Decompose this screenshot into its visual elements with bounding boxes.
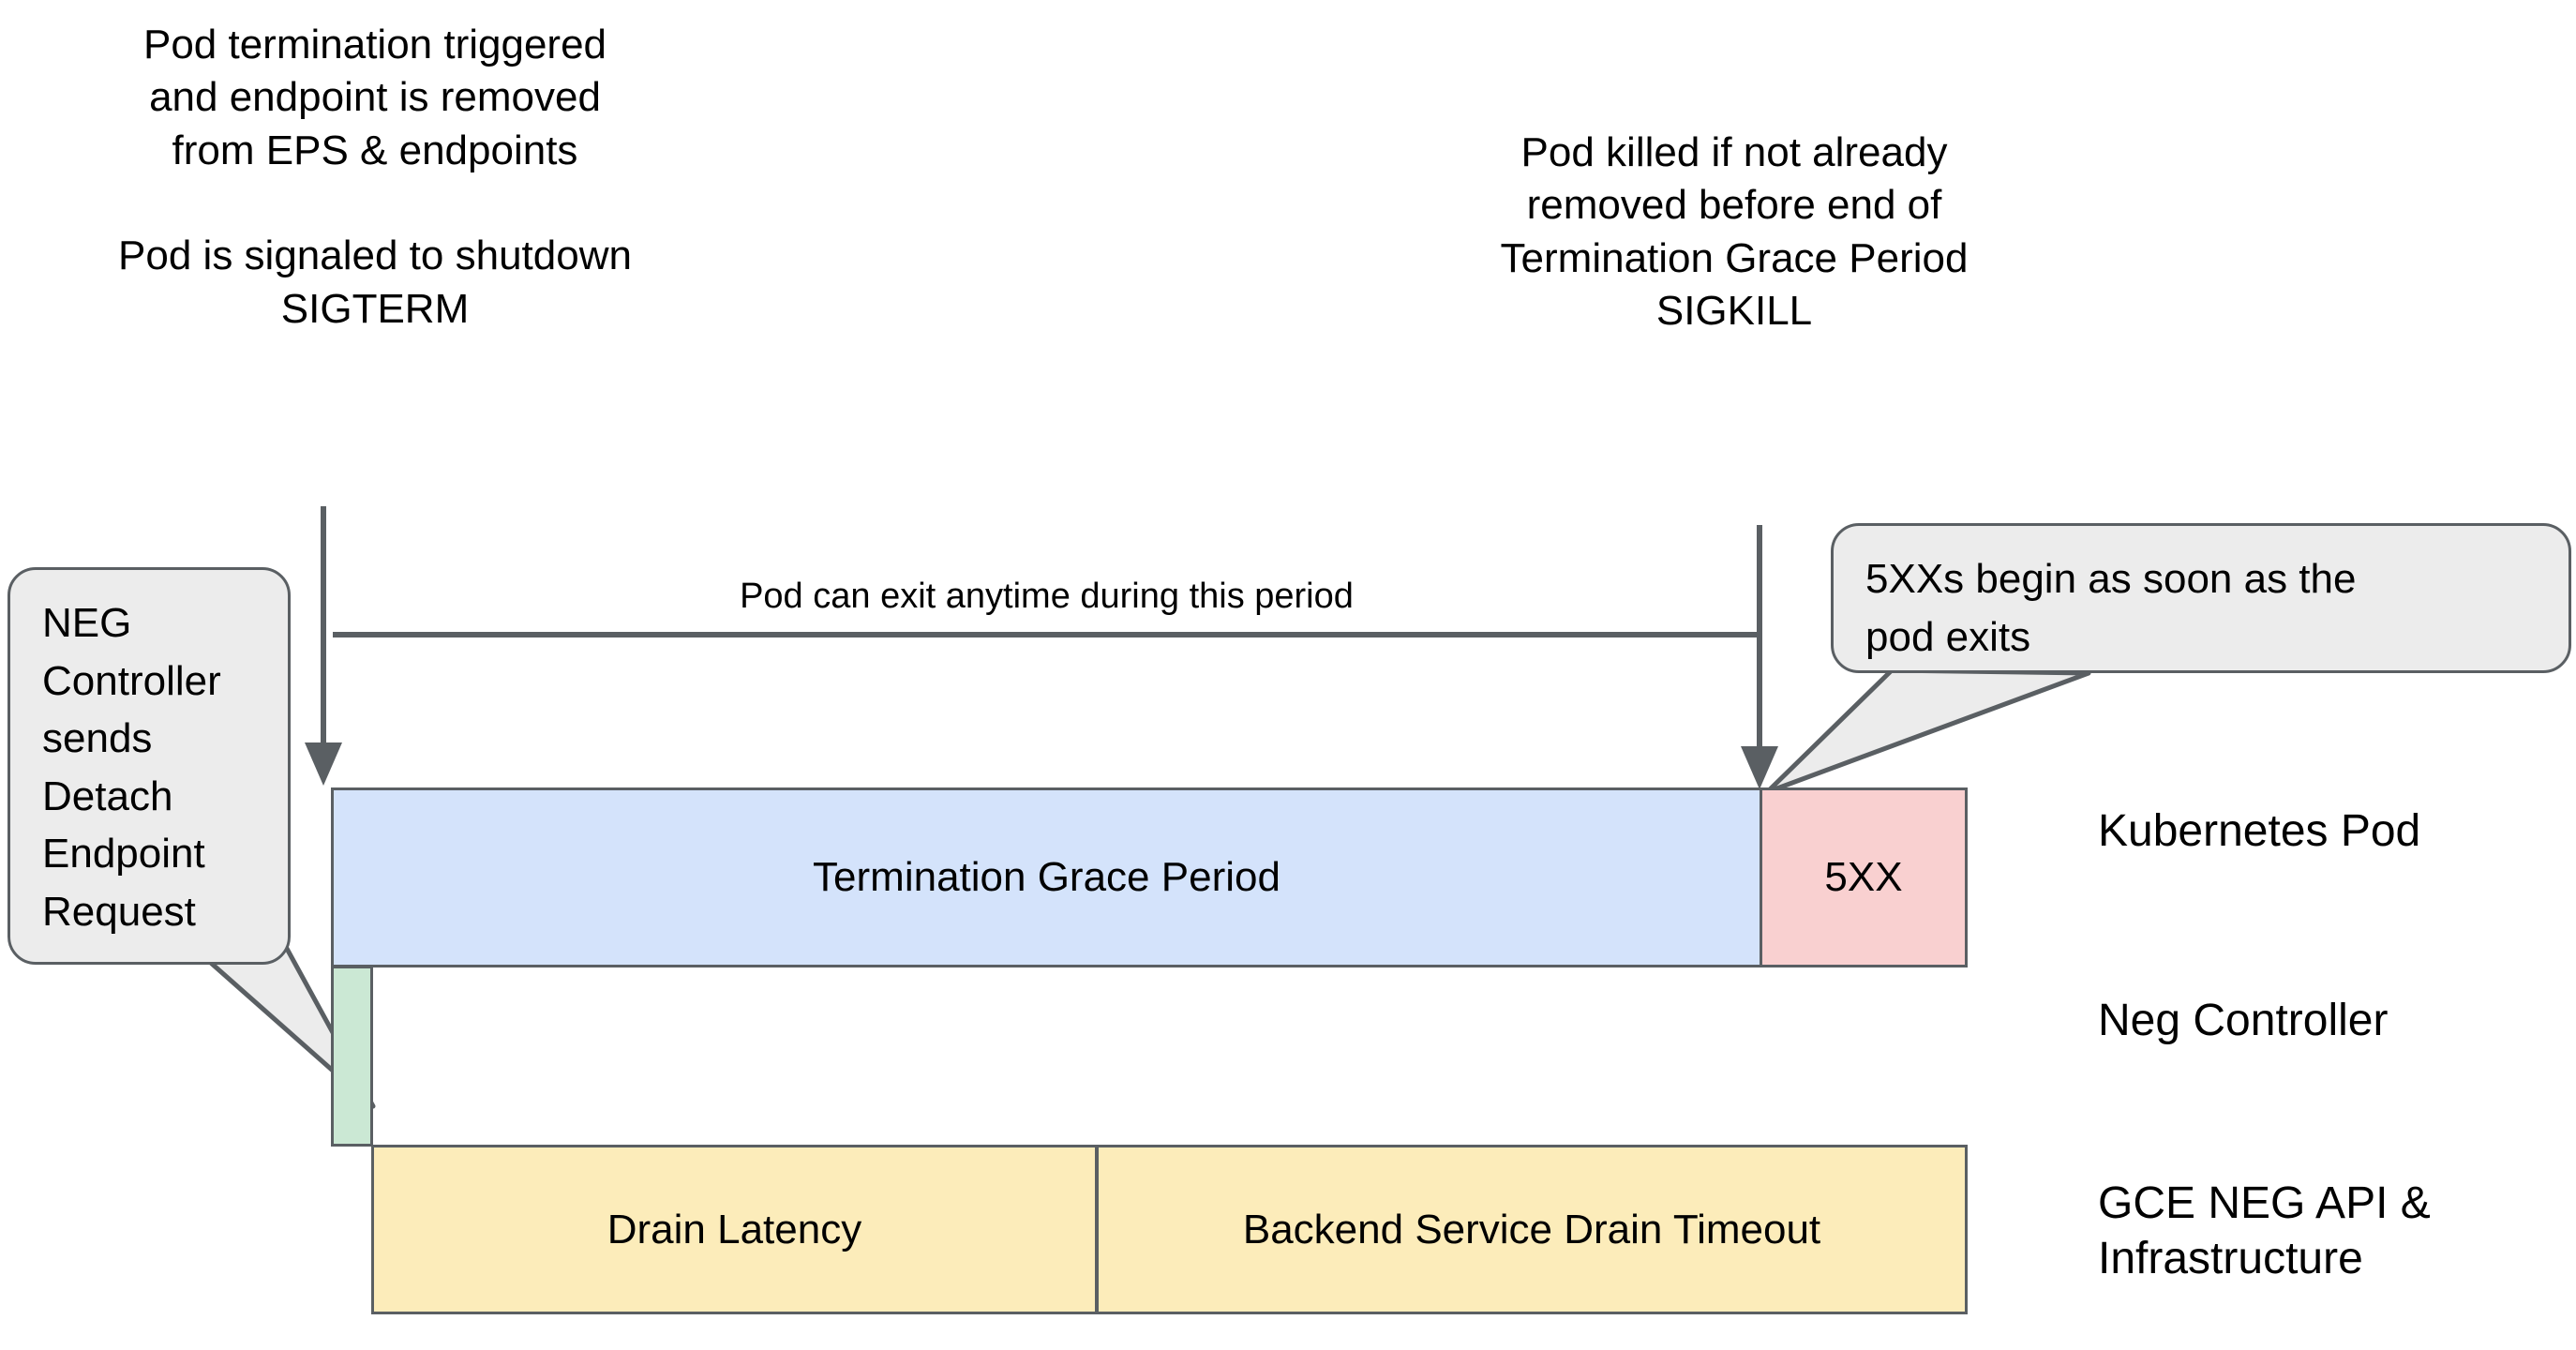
callout-5xx-begin: 5XXs begin as soon as the pod exits [1831,523,2571,673]
bar-neg-controller-detach[interactable] [331,966,373,1147]
row-label-neg-controller: Neg Controller [2098,996,2389,1045]
note-pod-termination-triggered: Pod termination triggered and endpoint i… [118,22,632,332]
bar-termination-grace-period[interactable]: Termination Grace Period [331,788,1762,968]
bar-backend-service-drain-timeout[interactable]: Backend Service Drain Timeout [1096,1145,1968,1314]
row-label-gce-neg-api-infrastructure: GCE NEG API & Infrastructure [2098,1178,2431,1283]
bar-drain-latency[interactable]: Drain Latency [371,1145,1098,1314]
note-pod-killed-sigkill: Pod killed if not already removed before… [1500,129,1969,334]
period-caption: Pod can exit anytime during this period [740,577,1354,616]
callout-neg-controller-detach-request: NEG Controller sends Detach Endpoint Req… [7,567,291,965]
arrow-termination-start [305,506,342,786]
row-label-kubernetes-pod: Kubernetes Pod [2098,806,2421,856]
bar-5xx[interactable]: 5XX [1760,788,1968,968]
callout-5xx-tail [1764,668,2091,795]
arrow-termination-end [1741,525,1778,789]
